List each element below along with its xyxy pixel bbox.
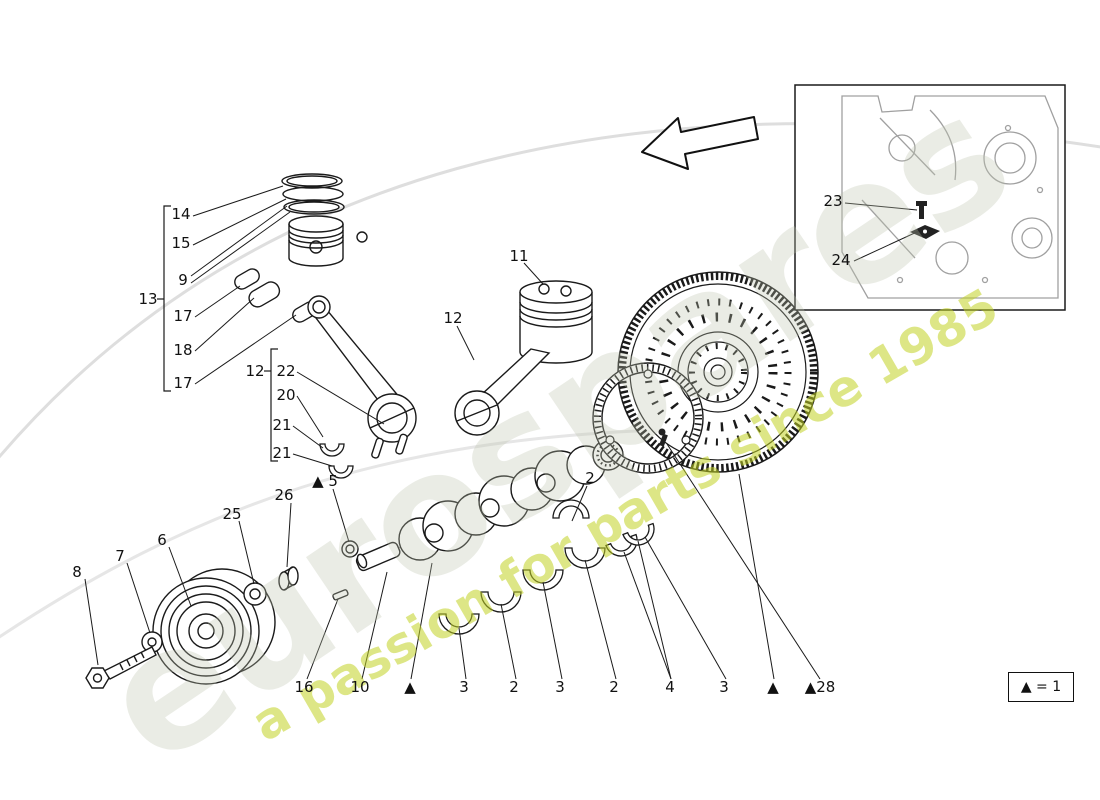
- inset-detail-box: [794, 84, 1066, 311]
- driveplate-ring-gear: [592, 362, 704, 474]
- callout-9[interactable]: 9: [178, 271, 188, 289]
- callout-17-top[interactable]: 17: [173, 307, 193, 325]
- callout-12-left[interactable]: 12: [245, 362, 265, 380]
- callout-20[interactable]: 20: [276, 386, 296, 404]
- flywheel-bolt: [658, 428, 668, 447]
- piston-rings: [281, 173, 345, 215]
- callout-2-a[interactable]: 2: [509, 678, 519, 696]
- connecting-rod-center: [454, 348, 551, 436]
- connecting-rod-left: [307, 295, 417, 459]
- callout-3-a[interactable]: 3: [459, 678, 469, 696]
- callout-24[interactable]: 24: [831, 251, 851, 269]
- callout-22[interactable]: 22: [276, 362, 296, 380]
- piston-pin-parts: [234, 268, 318, 323]
- callout-2-mid[interactable]: 2: [585, 469, 595, 487]
- callout-16[interactable]: 16: [294, 678, 314, 696]
- callout-14[interactable]: 14: [171, 205, 191, 223]
- callout-21-top[interactable]: 21: [272, 416, 292, 434]
- callout-5[interactable]: ▲ 5: [312, 472, 338, 490]
- rod-bearing-shells: [319, 443, 354, 479]
- callout-26[interactable]: 26: [274, 486, 294, 504]
- leader-lines: [84, 185, 920, 680]
- piston-left: [288, 215, 368, 267]
- callout-7[interactable]: 7: [115, 547, 125, 565]
- inset-engine-block-art: [841, 95, 1059, 299]
- callout-4[interactable]: 4: [665, 678, 675, 696]
- callout-23[interactable]: 23: [823, 192, 843, 210]
- piston-center: [519, 280, 593, 364]
- callout-25[interactable]: 25: [222, 505, 242, 523]
- callout-28[interactable]: ▲28: [804, 678, 836, 696]
- callout-3-c[interactable]: 3: [719, 678, 729, 696]
- callout-17-bottom[interactable]: 17: [173, 374, 193, 392]
- triangle-marker-2: ▲: [767, 678, 779, 696]
- callout-3-b[interactable]: 3: [555, 678, 565, 696]
- callout-10[interactable]: 10: [350, 678, 370, 696]
- callout-11[interactable]: 11: [509, 247, 529, 265]
- direction-arrow-icon: [641, 116, 759, 170]
- inset-stud-part: [916, 201, 927, 219]
- callout-brackets: [157, 205, 278, 462]
- callout-2-b[interactable]: 2: [609, 678, 619, 696]
- callout-18[interactable]: 18: [173, 341, 193, 359]
- callout-8[interactable]: 8: [72, 563, 82, 581]
- callout-12-center[interactable]: 12: [443, 309, 463, 327]
- triangle-marker-1: ▲: [404, 678, 416, 696]
- inset-bracket-part: [910, 225, 940, 239]
- callout-6[interactable]: 6: [157, 531, 167, 549]
- callout-13[interactable]: 13: [138, 290, 158, 308]
- legend-text: ▲ = 1: [1020, 679, 1062, 695]
- legend-box: ▲ = 1: [1008, 672, 1074, 702]
- crankshaft: [355, 439, 624, 572]
- callout-15[interactable]: 15: [171, 234, 191, 252]
- pulley-assembly: [85, 540, 359, 689]
- callout-21-bottom[interactable]: 21: [272, 444, 292, 462]
